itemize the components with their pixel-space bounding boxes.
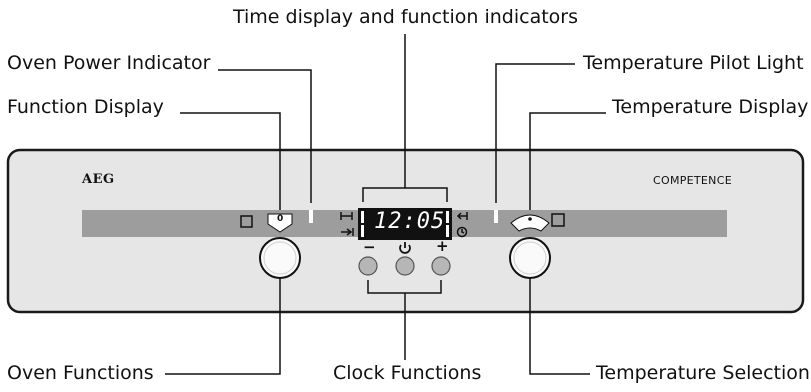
- temp-pilot-light: [494, 210, 498, 223]
- label-clock-functions: Clock Functions: [333, 362, 482, 384]
- label-temp-display: Temperature Display: [612, 96, 809, 118]
- indicator-right-top: [446, 211, 449, 223]
- label-oven-functions: Oven Functions: [7, 362, 154, 384]
- leader-function-display: [180, 112, 281, 210]
- indicator-left-bottom: [361, 225, 364, 237]
- label-temp-selection: Temperature Selection: [596, 362, 810, 384]
- model-name: COMPETENCE: [653, 174, 732, 187]
- celsius-square-icon: [551, 213, 565, 227]
- plus-label: +: [436, 237, 449, 255]
- brand-logo: AEG: [82, 172, 115, 187]
- temp-display-marker: [510, 214, 550, 232]
- function-display-marker: [267, 213, 293, 233]
- oven-power-light: [309, 210, 313, 223]
- label-time-display: Time display and function indicators: [233, 6, 579, 28]
- label-oven-power: Oven Power Indicator: [7, 52, 211, 74]
- clock-select-button[interactable]: [395, 256, 415, 276]
- temperature-knob-inner: [513, 241, 547, 275]
- indicator-left-top: [361, 211, 364, 223]
- leader-temp-display: [529, 112, 606, 210]
- label-temp-pilot: Temperature Pilot Light: [583, 52, 804, 74]
- clock-time: 12:05: [374, 209, 446, 234]
- function-dial-mark: 0: [277, 214, 284, 224]
- clock-plus-button[interactable]: [431, 256, 451, 276]
- indicator-right-bottom: [446, 225, 449, 237]
- oven-function-square-icon: [240, 215, 253, 228]
- power-clock-icon: [399, 242, 411, 254]
- leader-time-bracket: [362, 187, 448, 202]
- minus-label: −: [363, 238, 376, 256]
- temperature-knob[interactable]: [509, 237, 551, 279]
- leader-oven-power: [218, 69, 312, 203]
- leader-temp-selection: [529, 276, 590, 375]
- duration-icon: [340, 212, 353, 220]
- label-function-display: Function Display: [7, 96, 164, 118]
- minute-minder-icon: [456, 226, 468, 238]
- oven-functions-knob[interactable]: [259, 237, 301, 279]
- leader-oven-functions: [165, 276, 281, 375]
- leader-temp-pilot: [495, 63, 575, 203]
- end-time-icon: [341, 228, 354, 236]
- clock-minus-button[interactable]: [358, 256, 378, 276]
- oven-functions-knob-inner: [263, 241, 297, 275]
- clock-display: [358, 208, 452, 240]
- temp-display-dot: [528, 217, 532, 221]
- cook-time-icon: [456, 212, 468, 220]
